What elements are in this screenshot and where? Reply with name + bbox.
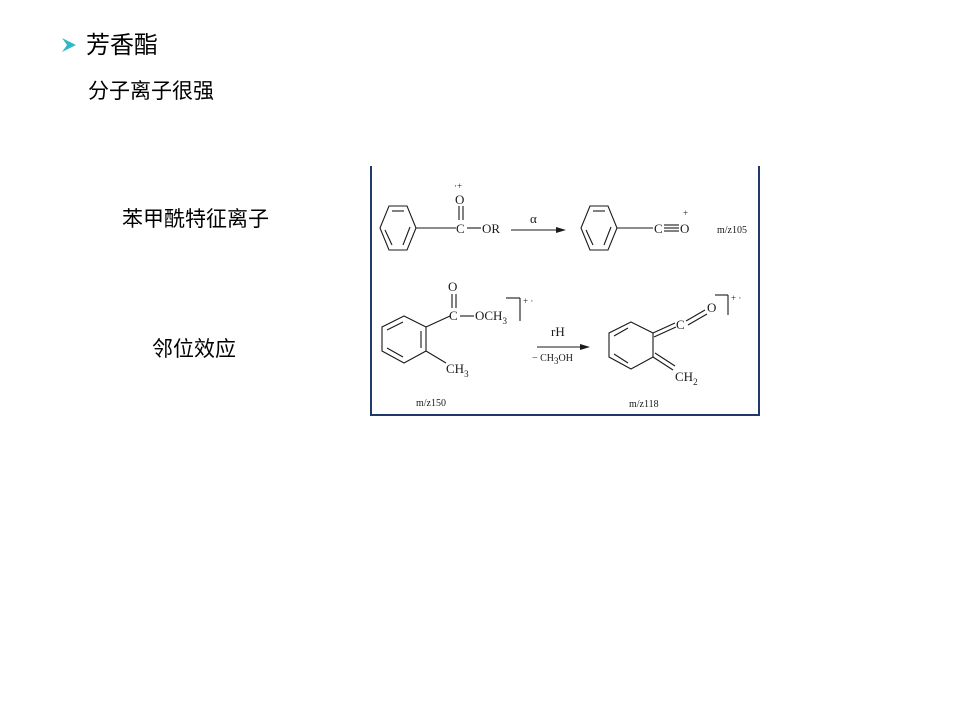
reaction1-product-oxygen: O	[680, 221, 689, 236]
reaction2-arrow-label-top: rH	[551, 324, 565, 339]
reaction2-product-bracket	[715, 294, 729, 315]
reaction2-reactant-charge: + ·	[523, 296, 533, 306]
reaction2-product-ring	[608, 321, 677, 371]
reaction1-triple-bond	[664, 224, 679, 232]
reaction2-mz-reactant: m/z150	[416, 398, 446, 409]
reaction2-product-co-bond	[685, 309, 708, 326]
reaction1-product-charge: +	[683, 208, 688, 218]
reaction-figure: O ·+ C OR α C O + m/z105	[370, 166, 760, 416]
reaction2-ester-o: OCH3	[475, 308, 507, 326]
reaction1-carbon: C	[456, 221, 465, 236]
reaction1-radical-cation: ·+	[454, 181, 462, 191]
reaction2-mz-product: m/z118	[629, 399, 659, 410]
reaction1-carbonyl-o: O	[455, 192, 464, 207]
reaction2-reactant-benzene-ring	[381, 315, 451, 364]
bullet-arrow-icon	[62, 38, 76, 52]
reaction2-methyl: CH3	[446, 361, 469, 379]
slide-subheading: 分子离子很强	[88, 79, 214, 103]
reaction2-reactant-bracket	[506, 297, 521, 321]
reaction2-product-charge: + ·	[731, 293, 741, 303]
reaction1-mz-label: m/z105	[717, 225, 747, 236]
reaction1-reactant-benzene-ring	[379, 205, 456, 251]
reaction-scheme: O ·+ C OR α C O + m/z105	[370, 166, 760, 416]
label-ortho-effect: 邻位效应	[152, 337, 236, 361]
reaction2-product-methylene: CH2	[675, 369, 698, 387]
reaction2-product-carbon: C	[676, 317, 685, 332]
reaction2-arrow-label-bottom: − CH3OH	[532, 353, 573, 366]
reaction1-substituent: OR	[482, 221, 500, 236]
reaction1-arrow-label: α	[530, 211, 537, 226]
figure-frame	[370, 166, 760, 416]
reaction1-product-benzene-ring	[580, 205, 653, 251]
reaction2-arrow	[537, 344, 590, 350]
bullet-heading-row: 芳香酯	[60, 28, 158, 62]
reaction2-product-oxygen: O	[707, 300, 716, 315]
reaction1-product-carbon: C	[654, 221, 663, 236]
slide-heading: 芳香酯	[86, 31, 158, 59]
reaction2-carbon: C	[449, 308, 458, 323]
reaction2-carbonyl-o: O	[448, 279, 457, 294]
reaction1-arrow	[511, 227, 566, 233]
label-benzoyl-ion: 苯甲酰特征离子	[122, 207, 269, 231]
